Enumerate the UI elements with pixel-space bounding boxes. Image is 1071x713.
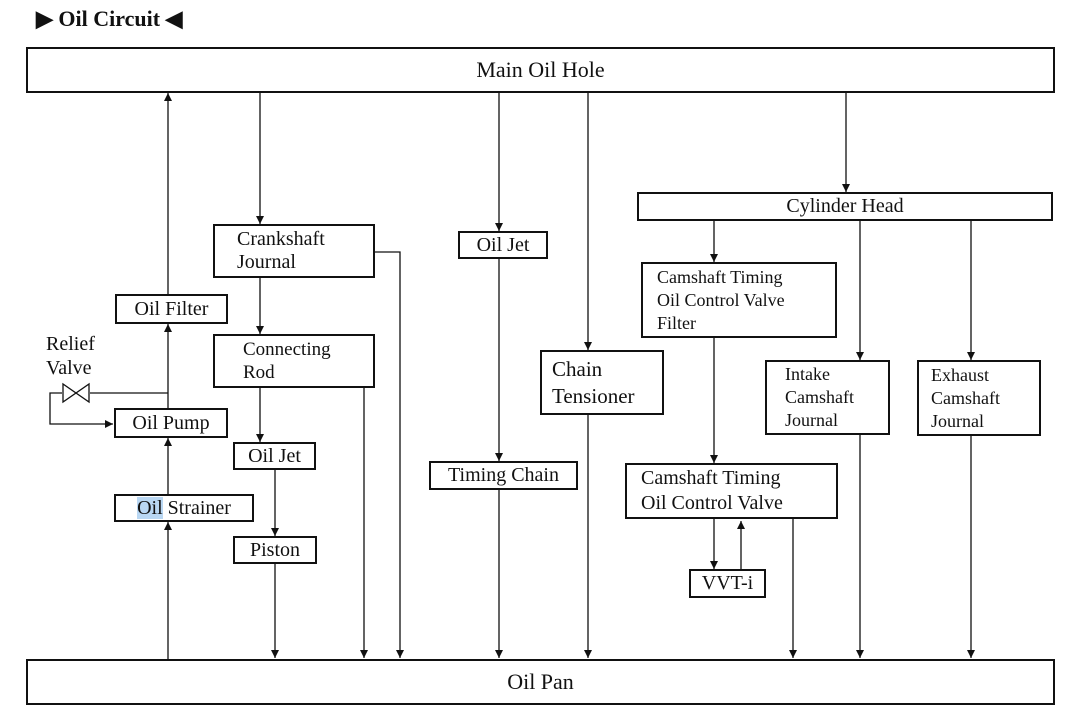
oil-jet-center-label: Oil Jet bbox=[476, 233, 530, 256]
cylinder-head-box: Cylinder Head bbox=[637, 192, 1053, 221]
oil-filter-label: Oil Filter bbox=[134, 297, 209, 320]
oil-pump-label: Oil Pump bbox=[132, 411, 210, 434]
oil-strainer-highlight: Oil bbox=[137, 496, 163, 519]
connecting-rod-line: Connecting bbox=[243, 339, 331, 360]
exhaust-journal-line: Journal bbox=[931, 410, 984, 431]
intake-journal-line: Journal bbox=[785, 410, 838, 430]
oil-jet-left-box: Oil Jet bbox=[233, 442, 316, 470]
cylinder-head-label: Cylinder Head bbox=[786, 195, 904, 217]
relief-valve-line: Valve bbox=[46, 357, 92, 379]
oil-strainer-label: Oil Strainer bbox=[137, 496, 231, 520]
exhaust-camshaft-journal-box: Exhaust Camshaft Journal bbox=[917, 360, 1041, 436]
timing-chain-label: Timing Chain bbox=[448, 464, 559, 486]
exhaust-journal-line: Exhaust bbox=[931, 364, 989, 385]
main-oil-hole-label: Main Oil Hole bbox=[476, 57, 605, 82]
intake-camshaft-journal-box: Intake Camshaft Journal bbox=[765, 360, 890, 435]
oil-jet-left-label: Oil Jet bbox=[248, 444, 301, 467]
vvt-i-label: VVT-i bbox=[701, 572, 754, 594]
crankshaft-journal-line: Journal bbox=[237, 251, 296, 273]
oil-pan-box: Oil Pan bbox=[26, 659, 1055, 705]
intake-journal-line: Camshaft bbox=[785, 387, 854, 407]
connecting-rod-line: Rod bbox=[243, 362, 275, 383]
oil-filter-box: Oil Filter bbox=[115, 294, 228, 324]
crankshaft-journal-box: Crankshaft Journal bbox=[213, 224, 375, 278]
main-oil-hole-box: Main Oil Hole bbox=[26, 47, 1055, 93]
relief-valve-line: Relief bbox=[46, 333, 95, 355]
ocv-filter-line: Filter bbox=[657, 312, 696, 333]
oil-strainer-box: Oil Strainer bbox=[114, 494, 254, 522]
connector-lines bbox=[49, 93, 975, 660]
ocv-line: Camshaft Timing bbox=[641, 467, 781, 489]
ocv-filter-line: Camshaft Timing bbox=[657, 266, 783, 287]
oil-pan-label: Oil Pan bbox=[507, 669, 574, 694]
camshaft-timing-ocv-filter-box: Camshaft Timing Oil Control Valve Filter bbox=[641, 262, 837, 338]
chain-tensioner-line: Chain bbox=[552, 356, 603, 381]
relief-valve-label: Relief Valve bbox=[46, 332, 95, 380]
connector-pan-from-crank bbox=[375, 251, 404, 658]
chain-tensioner-line: Tensioner bbox=[552, 383, 635, 408]
crankshaft-journal-line: Crankshaft bbox=[237, 228, 325, 250]
oil-strainer-text: Strainer bbox=[162, 496, 231, 519]
vvt-i-box: VVT-i bbox=[689, 569, 766, 598]
diagram-title: ▶ Oil Circuit ◀ bbox=[36, 6, 183, 31]
relief-valve-symbol bbox=[62, 382, 90, 404]
connecting-rod-box: Connecting Rod bbox=[213, 334, 375, 388]
chain-tensioner-box: Chain Tensioner bbox=[540, 350, 664, 415]
oil-pump-box: Oil Pump bbox=[114, 408, 228, 438]
intake-journal-line: Intake bbox=[785, 364, 830, 384]
piston-label: Piston bbox=[249, 538, 301, 561]
oil-jet-center-box: Oil Jet bbox=[458, 231, 548, 259]
piston-box: Piston bbox=[233, 536, 317, 564]
exhaust-journal-line: Camshaft bbox=[931, 387, 1000, 408]
timing-chain-box: Timing Chain bbox=[429, 461, 578, 490]
connector-relief-valve-return bbox=[49, 392, 113, 428]
ocv-filter-line: Oil Control Valve bbox=[657, 289, 785, 310]
ocv-line: Oil Control Valve bbox=[641, 492, 783, 514]
camshaft-timing-ocv-box: Camshaft Timing Oil Control Valve bbox=[625, 463, 838, 519]
